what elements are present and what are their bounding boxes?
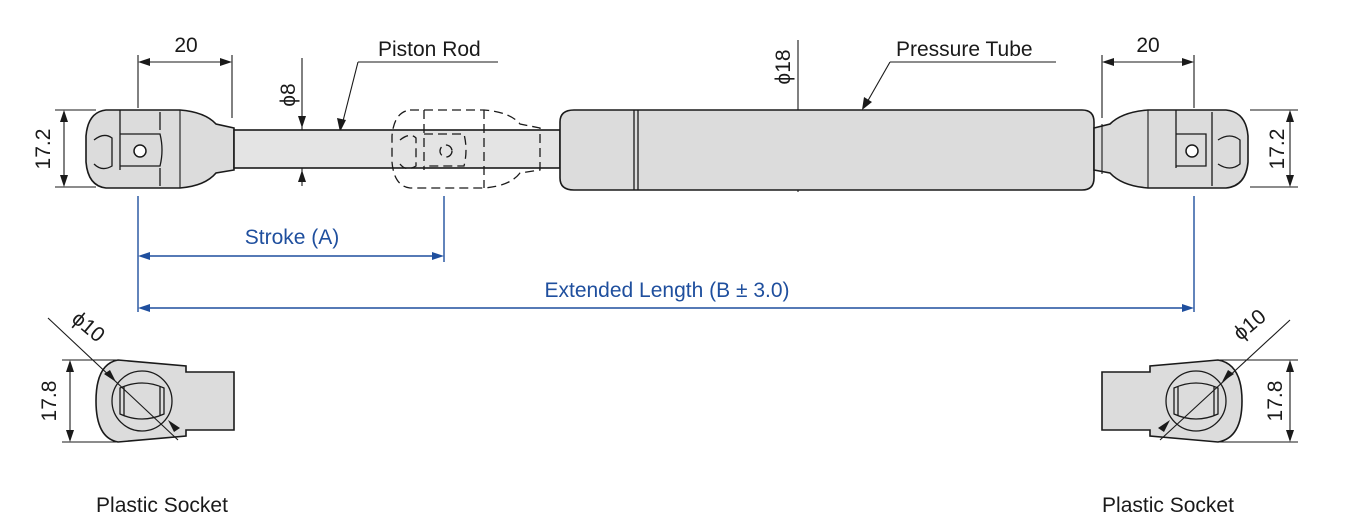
end-length-left-label: 20 bbox=[174, 34, 197, 57]
dimension-end-length-left: 20 bbox=[137, 34, 233, 118]
end-length-right-label: 20 bbox=[1136, 34, 1159, 57]
piston-rod-label: Piston Rod bbox=[378, 38, 481, 61]
dimension-extended-length: Extended Length (B ± 3.0) bbox=[138, 196, 1195, 312]
end-height-left-label: 17.2 bbox=[32, 129, 55, 170]
stroke-label: Stroke (A) bbox=[245, 226, 340, 249]
pressure-tube-label: Pressure Tube bbox=[896, 38, 1033, 61]
socket-right-caption: Plastic Socket bbox=[1102, 494, 1234, 517]
extended-length-label: Extended Length (B ± 3.0) bbox=[544, 279, 789, 302]
dimension-end-length-right: 20 bbox=[1101, 34, 1195, 118]
end-height-right-label: 17.2 bbox=[1266, 129, 1289, 170]
socket-diameter-left-label: ϕ10 bbox=[67, 307, 109, 347]
piston-rod bbox=[233, 129, 561, 169]
plastic-socket-right: ϕ10 17.8 bbox=[1101, 305, 1298, 443]
dimension-stroke: Stroke (A) bbox=[137, 196, 445, 312]
piston-rod-callout: Piston Rod bbox=[337, 38, 498, 132]
pressure-tube bbox=[559, 109, 1095, 191]
socket-height-right-label: 17.8 bbox=[1264, 381, 1287, 422]
pressure-tube-callout: Pressure Tube bbox=[862, 38, 1056, 110]
dimension-end-height-right: 17.2 bbox=[1250, 109, 1298, 188]
left-end-fitting bbox=[85, 109, 235, 189]
dimension-end-height-left: 17.2 bbox=[32, 109, 96, 188]
right-end-fitting bbox=[1093, 109, 1249, 189]
rod-diameter-label: ϕ8 bbox=[277, 83, 300, 106]
tube-diameter-label: ϕ18 bbox=[772, 49, 795, 84]
socket-diameter-right-label: ϕ10 bbox=[1229, 305, 1271, 345]
compressed-fitting-outline bbox=[391, 109, 541, 189]
socket-left-caption: Plastic Socket bbox=[96, 494, 228, 517]
socket-height-left-label: 17.8 bbox=[38, 381, 61, 422]
plastic-socket-left: ϕ10 17.8 bbox=[38, 307, 235, 443]
